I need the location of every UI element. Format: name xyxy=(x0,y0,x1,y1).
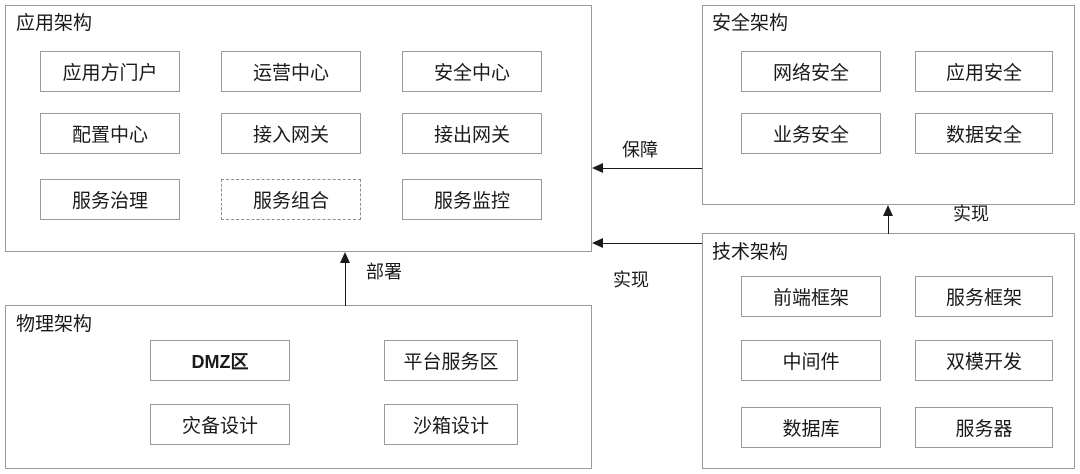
node-business-security[interactable]: 业务安全 xyxy=(741,113,881,154)
edge-line-technical-to-security xyxy=(888,216,889,234)
node-service-monitoring[interactable]: 服务监控 xyxy=(402,179,542,220)
node-service-governance[interactable]: 服务治理 xyxy=(40,179,180,220)
edge-label-shixian-security: 实现 xyxy=(953,204,989,224)
node-application-security[interactable]: 应用安全 xyxy=(915,51,1053,92)
edge-label-bushu: 部署 xyxy=(366,262,402,282)
node-database[interactable]: 数据库 xyxy=(741,407,881,448)
node-server[interactable]: 服务器 xyxy=(915,407,1053,448)
node-frontend-framework[interactable]: 前端框架 xyxy=(741,276,881,317)
edge-label-shixian-app: 实现 xyxy=(613,270,649,290)
node-config-center[interactable]: 配置中心 xyxy=(40,113,180,154)
node-security-center[interactable]: 安全中心 xyxy=(402,51,542,92)
edge-line-security-to-application xyxy=(603,168,702,169)
node-platform-service-zone[interactable]: 平台服务区 xyxy=(384,340,518,381)
node-network-security[interactable]: 网络安全 xyxy=(741,51,881,92)
node-ingress-gateway[interactable]: 接入网关 xyxy=(221,113,361,154)
node-disaster-recovery-design[interactable]: 灾备设计 xyxy=(150,404,290,445)
panel-security-architecture xyxy=(702,5,1075,205)
node-egress-gateway[interactable]: 接出网关 xyxy=(402,113,542,154)
arrowhead-technical-to-application xyxy=(592,238,603,248)
edge-line-technical-to-application xyxy=(603,243,702,244)
node-service-composition[interactable]: 服务组合 xyxy=(221,179,361,220)
arrowhead-security-to-application xyxy=(592,163,603,173)
panel-title-application-architecture: 应用架构 xyxy=(16,13,93,34)
panel-title-physical-architecture: 物理架构 xyxy=(16,314,93,335)
edge-line-physical-to-application xyxy=(345,263,346,306)
node-data-security[interactable]: 数据安全 xyxy=(915,113,1053,154)
edge-label-baozhang: 保障 xyxy=(622,140,658,160)
arrowhead-physical-to-application xyxy=(340,252,350,263)
node-dmz-zone[interactable]: DMZ区 xyxy=(150,340,290,381)
panel-title-technical-architecture: 技术架构 xyxy=(712,242,789,263)
node-middleware[interactable]: 中间件 xyxy=(741,340,881,381)
node-operations-center[interactable]: 运营中心 xyxy=(221,51,361,92)
panel-title-security-architecture: 安全架构 xyxy=(712,13,789,34)
arrowhead-technical-to-security xyxy=(883,205,893,216)
node-service-framework[interactable]: 服务框架 xyxy=(915,276,1053,317)
node-application-portal[interactable]: 应用方门户 xyxy=(40,51,180,92)
node-dual-mode-development[interactable]: 双模开发 xyxy=(915,340,1053,381)
node-sandbox-design[interactable]: 沙箱设计 xyxy=(384,404,518,445)
